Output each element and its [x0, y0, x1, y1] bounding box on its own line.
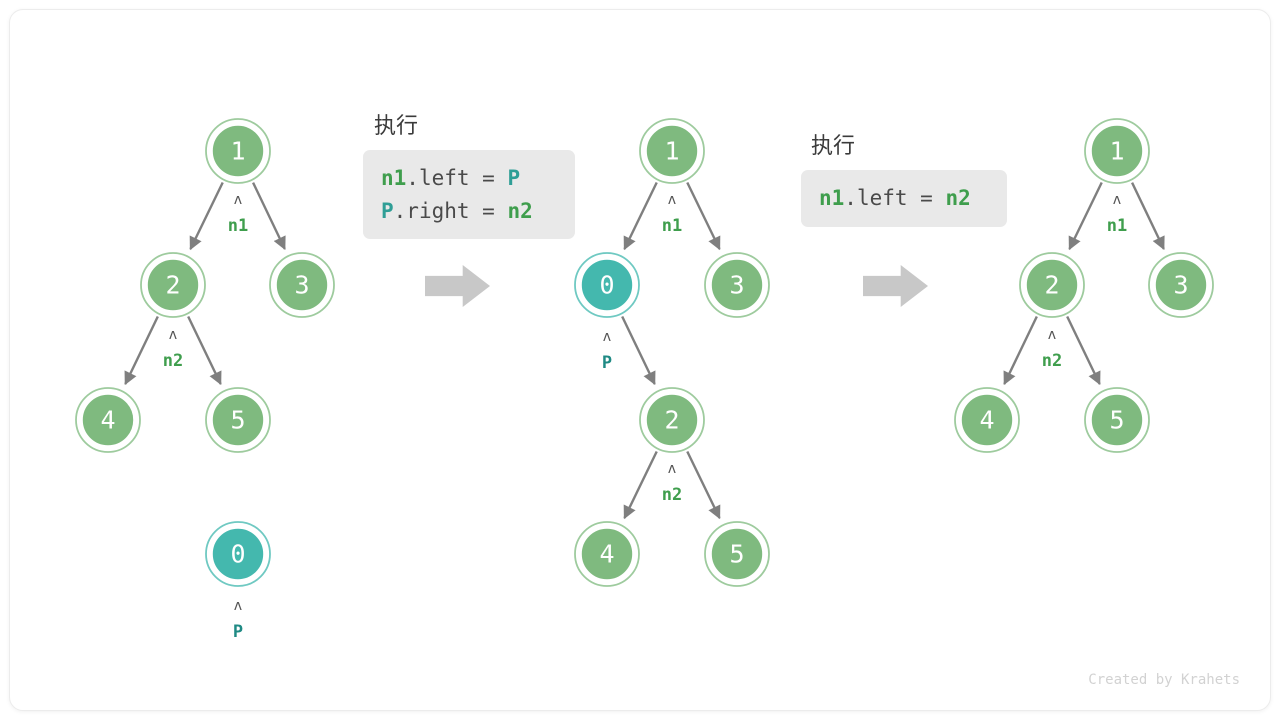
tree-node: 3: [1148, 252, 1214, 318]
tree-node: 3: [269, 252, 335, 318]
tree-edge: [621, 316, 656, 386]
tree-node-label: 0: [230, 540, 245, 569]
tree-node-label: 5: [1109, 406, 1124, 435]
code-token: n1: [819, 186, 845, 210]
pointer-label: n1: [228, 216, 248, 236]
tree-edge: [686, 450, 721, 520]
tree-node-label: 1: [230, 137, 245, 166]
code-token: n2: [945, 186, 971, 210]
tree-node-label: 4: [599, 540, 614, 569]
code-token: n1: [381, 166, 407, 190]
transition-arrow-1: [425, 265, 490, 307]
code-token: P: [381, 198, 394, 223]
tree-node-label: 3: [294, 271, 309, 300]
tree-edge: [1003, 316, 1038, 386]
tree-node: 2: [639, 387, 705, 453]
tree-node-label: 3: [1173, 271, 1188, 300]
pointer-label: n1: [662, 216, 682, 236]
tree-node: 2: [140, 252, 206, 318]
tree-edge: [1068, 181, 1103, 251]
tree-node-label: 0: [599, 271, 614, 300]
code-line: n1.left = P: [381, 162, 557, 195]
tree-edge: [252, 182, 286, 251]
pointer-label: n2: [163, 351, 183, 371]
tree-node-label: 1: [1109, 137, 1124, 166]
tree-edge: [623, 450, 658, 520]
tree-node-label: 2: [664, 406, 679, 435]
tree-node: 5: [205, 387, 271, 453]
tree-edge: [623, 181, 658, 251]
transition-arrows: [425, 265, 928, 307]
tree-node: 1: [205, 118, 271, 184]
tree-edges: [124, 181, 1165, 520]
tree-node: 4: [75, 387, 141, 453]
tree-edge: [686, 181, 721, 251]
tree-node: 4: [574, 521, 640, 587]
pointer-caret-icon: ʌ: [668, 192, 676, 208]
tree-edge: [1066, 316, 1101, 386]
code-snippet-box: n1.left = n2: [801, 170, 1007, 227]
tree-edge: [187, 316, 222, 386]
pointer-label: n1: [1107, 216, 1127, 236]
tree-node: 0: [205, 521, 271, 587]
tree-node: 1: [639, 118, 705, 184]
code-token: .left =: [844, 186, 946, 210]
pointer-caret-icon: ʌ: [234, 192, 242, 208]
pointer-caret-icon: ʌ: [1048, 327, 1056, 343]
pointer-caret-icon: ʌ: [603, 329, 611, 345]
tree-node: 5: [1084, 387, 1150, 453]
tree-node-label: 1: [664, 137, 679, 166]
tree-node-label: 3: [729, 271, 744, 300]
pointer-label: n2: [662, 485, 682, 505]
tree-node-label: 2: [1044, 271, 1059, 300]
code-line: P.right = n2: [381, 195, 557, 228]
tree-node: 4: [954, 387, 1020, 453]
pointer-caret-icon: ʌ: [668, 461, 676, 477]
exec-label: 执行: [374, 114, 419, 139]
tree-edge: [124, 316, 159, 386]
tree-node-label: 4: [979, 406, 994, 435]
pointer-label: n2: [1042, 351, 1062, 371]
tree-edge: [189, 181, 224, 251]
pointer-caret-icon: ʌ: [234, 598, 242, 614]
pointer-caret-icon: ʌ: [169, 327, 177, 343]
tree-nodes: 1 2 3 4 5 0 1 0 3 2 4 5 1 2 3 4 5: [75, 118, 1214, 587]
pointer-label: P: [233, 622, 243, 642]
tree-edge: [1131, 182, 1165, 251]
tree-node-label: 5: [230, 406, 245, 435]
tree-node: 1: [1084, 118, 1150, 184]
code-line: n1.left = n2: [819, 182, 989, 215]
code-token: n2: [507, 198, 533, 223]
tree-node: 3: [704, 252, 770, 318]
code-token: .left =: [406, 166, 508, 190]
tree-node-label: 2: [165, 271, 180, 300]
tree-node: 5: [704, 521, 770, 587]
tree-node: 0: [574, 252, 640, 318]
transition-arrow-2: [863, 265, 928, 307]
tree-node-label: 5: [729, 540, 744, 569]
credit-text: Created by Krahets: [1088, 672, 1240, 688]
code-token: P: [507, 166, 521, 190]
pointer-label: P: [602, 353, 612, 373]
code-token: .right =: [393, 198, 508, 223]
pointer-caret-icon: ʌ: [1113, 192, 1121, 208]
exec-label: 执行: [811, 134, 856, 159]
tree-node: 2: [1019, 252, 1085, 318]
tree-node-label: 4: [100, 406, 115, 435]
